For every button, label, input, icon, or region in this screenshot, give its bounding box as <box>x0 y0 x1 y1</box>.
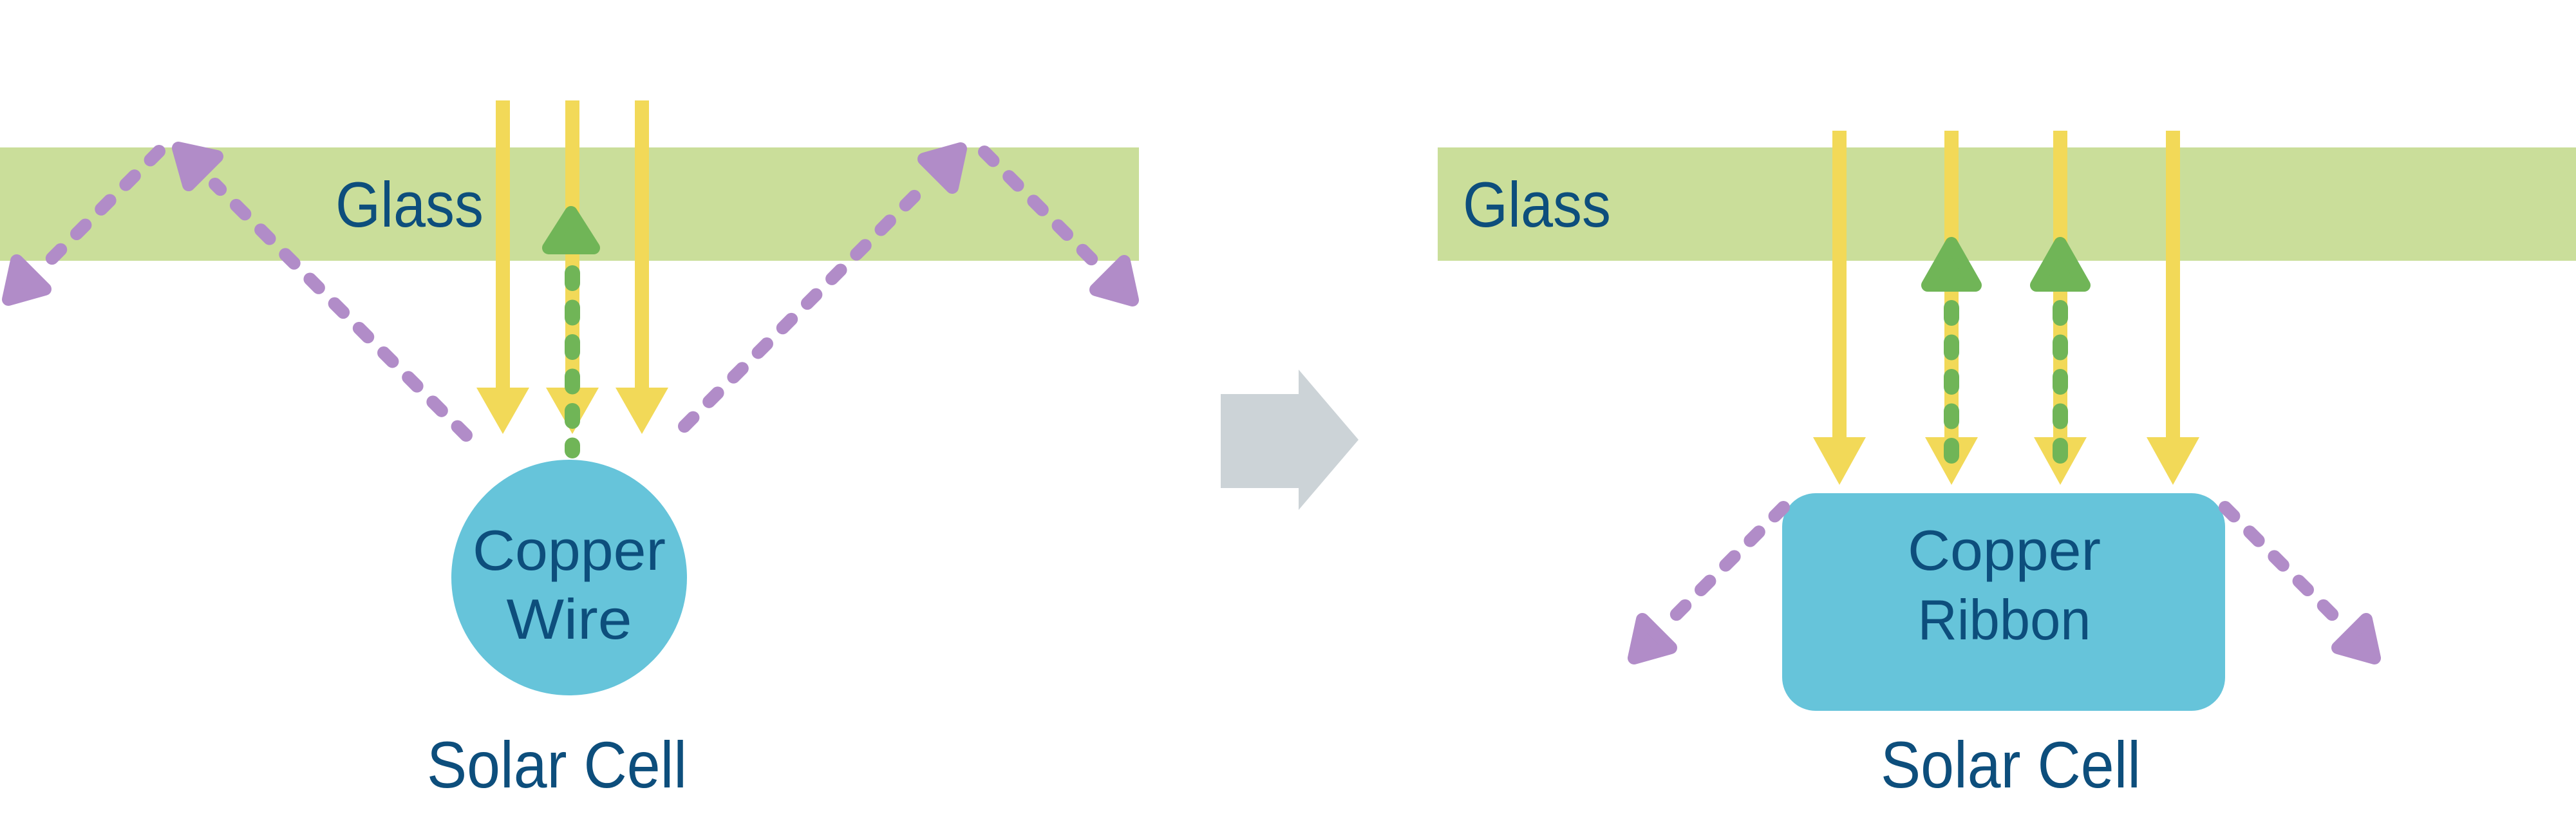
absorbed-light-arrowhead-icon <box>542 206 600 254</box>
sunlight-arrow-shaft <box>1832 131 1847 441</box>
sunlight-arrow <box>1813 131 1866 485</box>
reflected-ray-escaping-dashes <box>35 145 165 276</box>
sunlight-arrow <box>2147 131 2199 485</box>
absorbed-light-arrowhead-icon <box>2030 237 2091 292</box>
sunlight-arrow <box>616 100 668 434</box>
solar-cell-label: Solar Cell <box>1881 728 2141 802</box>
glass-label: Glass <box>1463 169 1611 240</box>
reflected-ray-down-right-arrowhead-icon <box>2331 613 2381 664</box>
reflected-ray-down-left-arrowhead-icon <box>1628 613 1677 664</box>
sunlight-arrow-shaft <box>635 100 649 391</box>
copper-wire-shape <box>451 460 687 695</box>
reflected-ray-escaping-dashes <box>978 146 1111 279</box>
reflected-ray-right <box>2219 501 2381 664</box>
absorbed-light-arrowhead-icon <box>1921 237 1982 292</box>
panel-before: Glass Copper Wire Solar Cell <box>0 100 1139 802</box>
conductor-label-line2: Wire <box>507 587 632 651</box>
panel-after: Glass Copper Ribbon Solar Cell <box>1438 131 2576 802</box>
reflected-ray-down-left-arrowhead-icon <box>2 254 52 306</box>
reflected-ray-right <box>678 142 1139 433</box>
glass-layer <box>1438 147 2576 261</box>
reflected-ray-rising-dashes <box>678 175 935 433</box>
reflected-ray-left <box>1628 501 1790 664</box>
glass-label: Glass <box>335 169 484 240</box>
conductor-label-line1: Copper <box>1908 518 2101 582</box>
sunlight-arrowhead-icon <box>2147 437 2199 485</box>
reflected-ray-dashes <box>1668 501 1790 623</box>
absorbed-light-arrow <box>2030 237 2091 477</box>
right-arrow-icon <box>1221 370 1359 510</box>
conductor-label-line1: Copper <box>473 518 666 582</box>
reflected-ray-rising-dashes <box>209 178 473 442</box>
reflected-ray-dashes <box>2219 501 2341 623</box>
reflected-ray-up-right-arrowhead-icon <box>917 142 967 194</box>
transition <box>1221 370 1359 510</box>
reflected-ray-up-left-arrowhead-icon <box>172 142 223 191</box>
reflected-ray-left <box>2 142 473 442</box>
reflected-ray-down-right-arrowhead-icon <box>1089 255 1139 306</box>
conductor-label-line2: Ribbon <box>1918 588 2091 652</box>
sunlight-arrowhead-icon <box>476 388 529 434</box>
sunlight-arrow-shaft <box>496 100 510 391</box>
sunlight-arrow-shaft <box>2166 131 2180 441</box>
sunlight-arrow <box>476 100 529 434</box>
solar-cell-label: Solar Cell <box>427 728 687 802</box>
sunlight-arrowhead-icon <box>616 388 668 434</box>
absorbed-light-arrow <box>542 206 600 458</box>
absorbed-light-arrow <box>1921 237 1982 477</box>
copper-ribbon-shape <box>1782 493 2225 711</box>
sunlight-arrowhead-icon <box>1813 437 1866 485</box>
